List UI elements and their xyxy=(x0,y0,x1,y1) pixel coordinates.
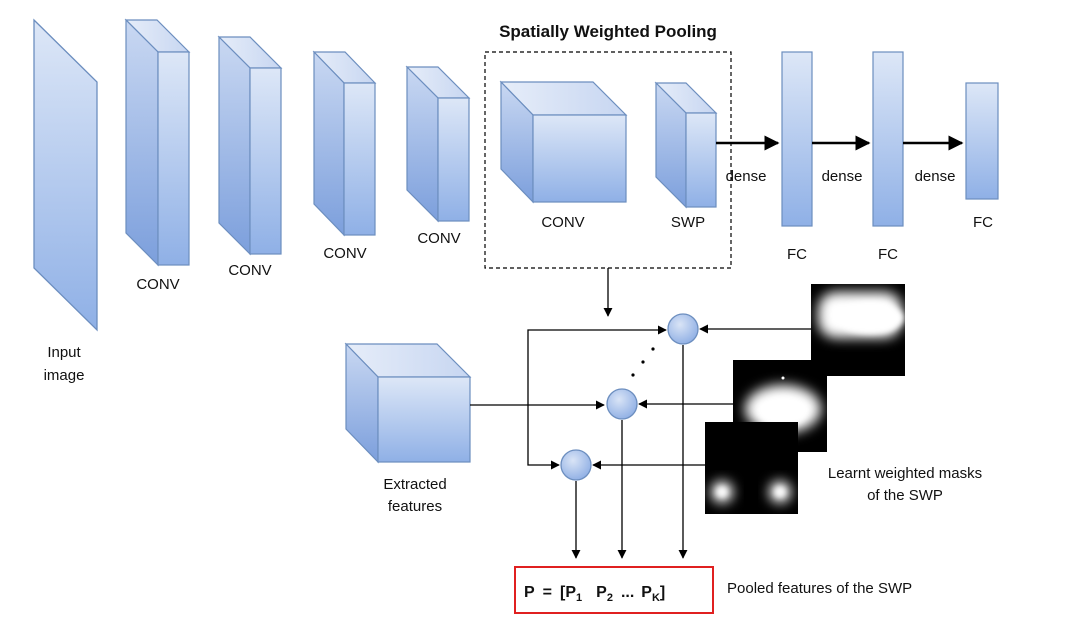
conv-label-3: CONV xyxy=(323,245,366,262)
formula-pk: P xyxy=(641,584,652,601)
learnt-mask-1 xyxy=(705,422,798,514)
fc-label-1: FC xyxy=(787,246,807,263)
product-node-1 xyxy=(560,449,592,481)
formula-lhs: P xyxy=(524,584,535,601)
input-image-label-2: image xyxy=(44,367,85,384)
formula-sub-k: K xyxy=(652,592,660,604)
formula-p2: P xyxy=(596,584,607,601)
pooled-vector-box xyxy=(514,566,714,614)
conv-block-2 xyxy=(217,35,283,256)
masks-label-1: Learnt weighted masks xyxy=(828,465,982,482)
masks-label-2: of the SWP xyxy=(867,487,943,504)
formula-eq: = xyxy=(543,584,552,601)
fc-label-2: FC xyxy=(878,246,898,263)
product-node-k xyxy=(667,313,699,345)
node-ellipsis xyxy=(631,347,655,377)
formula-p1: [P xyxy=(560,584,576,601)
swp-block xyxy=(654,81,718,209)
formula-sub-2: 2 xyxy=(607,592,613,604)
extracted-features-cube xyxy=(344,342,472,464)
conv-block-3 xyxy=(312,50,377,237)
extracted-features-label-1: Extracted xyxy=(383,476,446,493)
dense-label-2: dense xyxy=(822,168,863,185)
formula-dots: ... xyxy=(621,584,634,601)
dense-label-3: dense xyxy=(915,168,956,185)
formula-close: ] xyxy=(660,584,665,601)
conv-block-1 xyxy=(124,18,191,267)
swp-conv-cube xyxy=(499,80,628,204)
fc-layer-1 xyxy=(781,51,813,227)
formula-sub-1: 1 xyxy=(576,592,582,604)
diagram-title: Spatially Weighted Pooling xyxy=(499,22,717,41)
dense-label-1: dense xyxy=(726,168,767,185)
swp-label: SWP xyxy=(671,214,705,231)
product-node-2 xyxy=(606,388,638,420)
fc-layer-2 xyxy=(872,51,904,227)
conv-label-4: CONV xyxy=(417,230,460,247)
feature-routing-lines xyxy=(470,325,667,470)
input-image-slab xyxy=(33,18,98,332)
conv-label-1: CONV xyxy=(136,276,179,293)
swp-conv-label: CONV xyxy=(541,214,584,231)
fc-layer-3 xyxy=(965,82,999,200)
conv-block-4 xyxy=(405,65,471,223)
fc-label-3: FC xyxy=(973,214,993,231)
extracted-features-label-2: features xyxy=(388,498,442,515)
pooled-features-label: Pooled features of the SWP xyxy=(727,580,912,597)
conv-label-2: CONV xyxy=(228,262,271,279)
input-image-label-1: Input xyxy=(47,344,81,361)
